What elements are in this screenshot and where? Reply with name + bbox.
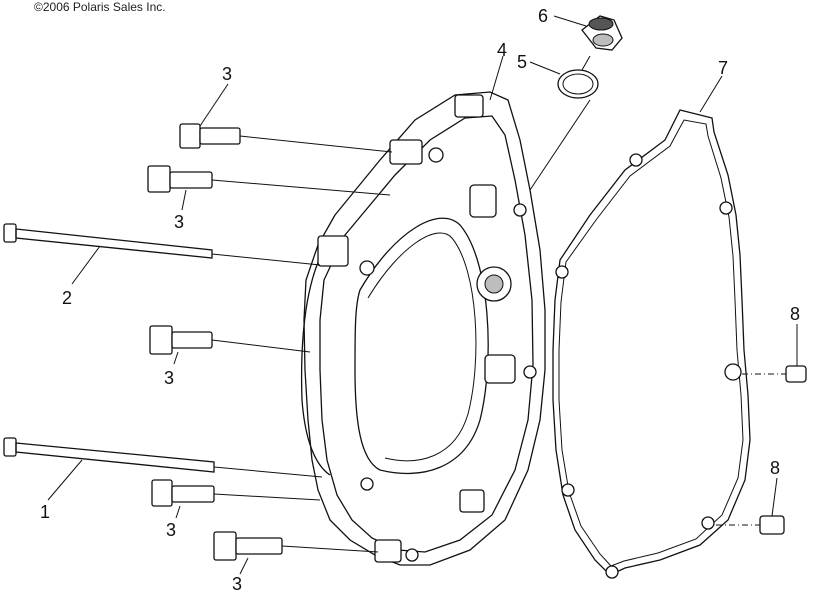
o-ring [557,69,599,99]
callout-2: 2 [62,288,72,308]
callout-3e: 3 [232,574,242,592]
callout-3a: 3 [222,64,232,84]
leader-lines [47,15,798,575]
callout-3b: 3 [174,212,184,232]
long-bolt-2 [3,223,213,259]
bolt-3-upper [179,123,241,149]
bolt-3-second [147,165,213,193]
dowel-pin-upper [785,365,807,383]
callout-8b: 8 [770,458,780,478]
callout-8a: 8 [790,304,800,324]
callout-6: 6 [538,6,548,26]
copyright-notice: ©2006 Polaris Sales Inc. [34,0,166,14]
bolt-3-lower [151,479,215,507]
assembly-lines [211,55,786,553]
dowel-pin-lower [759,515,785,535]
bolt-3-bottom [213,531,283,561]
callout-3c: 3 [164,368,174,388]
callout-labels: 1 2 3 3 3 3 3 4 5 6 7 8 8 [40,6,800,592]
callout-3d: 3 [166,520,176,540]
fill-plug [581,15,623,51]
callout-4: 4 [497,40,507,60]
callout-5: 5 [517,52,527,72]
callout-7: 7 [718,58,728,78]
long-bolt-1 [3,437,215,473]
crankcase-cover [300,91,546,566]
cover-gasket [552,109,751,579]
bolt-3-middle [149,325,213,355]
callout-1: 1 [40,502,50,522]
